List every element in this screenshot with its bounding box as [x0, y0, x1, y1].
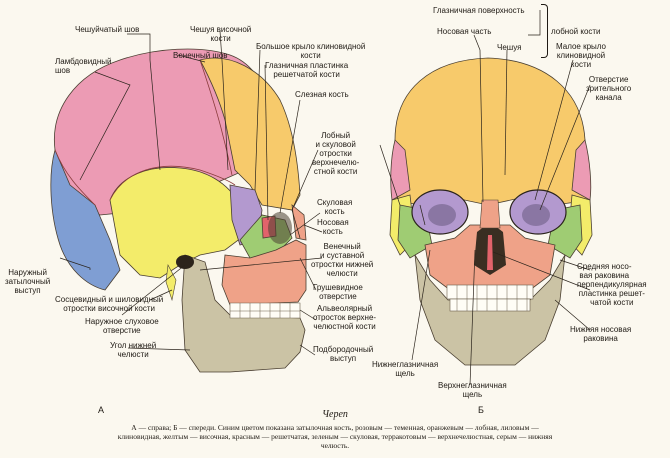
label-superior-orbital-fissure: Верхнеглазничная щель	[438, 381, 507, 399]
ethmoid-plate-front	[487, 235, 493, 270]
label-orbital-surface: Глазничная поверхность	[433, 6, 525, 15]
orbit-right-inner	[522, 204, 550, 226]
upper-teeth-front	[446, 284, 534, 300]
occipital-bone-lateral	[50, 148, 121, 291]
lower-teeth-front	[449, 298, 531, 312]
label-piriform-aperture: Грушевидное отверстие	[313, 283, 363, 301]
orbit-left-inner	[428, 204, 456, 226]
teeth-lines-front	[456, 285, 528, 311]
mastoid-process	[165, 264, 177, 302]
maxilla-lateral	[221, 239, 307, 306]
label-nasal-bone: Носовая кость	[317, 218, 349, 236]
label-inferior-orbital-fissure: Нижнеглазничная щель	[372, 360, 439, 378]
label-lacrimal-bone: Слезная кость	[295, 90, 349, 99]
label-mastoid-styloid: Сосцевидный и шиловидный отростки височн…	[55, 295, 164, 313]
label-temporal-squama: Чешуя височной кости	[190, 25, 252, 43]
nasal-bone-front	[479, 199, 501, 229]
parietal-bone-front-left	[390, 139, 411, 201]
view-mark-frontal: Б	[478, 405, 484, 415]
label-coronal-suture: Венечный шов	[173, 51, 228, 60]
label-lesser-wing-sphenoid: Малое крыло клиновидной кости	[556, 42, 606, 69]
coronal-suture	[199, 59, 233, 176]
label-mandible-processes: Венечный и суставной отростки нижней чел…	[311, 242, 374, 278]
label-zygomatic-bone: Скуловая кость	[317, 198, 353, 216]
squamous-suture	[109, 165, 236, 201]
label-external-occipital-protuberance: Наружный затылочный выступ	[5, 268, 51, 295]
upper-teeth-lateral	[229, 302, 301, 319]
leader-lines	[59, 10, 591, 386]
view-mark-lateral: А	[98, 405, 105, 415]
orbit-lateral	[268, 212, 292, 244]
frontal-bone-lateral	[199, 57, 301, 211]
teeth-lines-lateral	[230, 303, 300, 318]
label-nasal-part: Носовая часть	[437, 27, 492, 36]
figure-caption: А — справа; Б — спереди. Синим цветом по…	[117, 423, 553, 450]
label-middle-nasal-concha: Средняя носо- вая раковина	[577, 262, 632, 280]
label-mandible-angle: Угол нижней челюсти	[110, 341, 157, 359]
label-lambdoid-suture: Ламбдовидный шов	[55, 57, 112, 75]
label-greater-wing-sphenoid: Большое крыло клиновидной кости	[256, 42, 366, 60]
figure-title: Череп	[322, 409, 348, 420]
parietal-bone-front-right	[571, 139, 592, 201]
frontal-bone-bracket	[541, 4, 548, 58]
label-inferior-nasal-concha: Нижняя носовая раковина	[570, 325, 632, 343]
frontal-bone-front	[391, 57, 591, 206]
frontal-skull	[389, 57, 593, 366]
lateral-skull	[50, 48, 307, 373]
label-frontal-zygomatic-processes: Лобный и скуловой отростки верхнечелю- с…	[312, 131, 360, 176]
label-perpendicular-plate: перпендикулярная пластинка решет- чатой …	[577, 280, 647, 307]
ear-canal-lateral	[176, 255, 194, 269]
label-optic-canal: Отверстие зрительного канала	[586, 75, 632, 102]
label-orbital-plate-ethmoid: Глазничная пластинка решетчатой кости	[265, 61, 349, 79]
label-external-acoustic-meatus: Наружное слуховое отверстие	[85, 317, 159, 335]
label-alveolar-process: Альвеолярный отросток верхне- челюстной …	[313, 304, 377, 331]
label-squamous-suture: Чешуйчатый шов	[75, 25, 140, 34]
lambdoid-suture	[54, 149, 96, 206]
label-squama: Чешуя	[497, 43, 522, 52]
label-mental-protuberance: Подбородочный выступ	[313, 345, 374, 363]
label-frontal-bone-group: лобной кости	[551, 27, 601, 36]
